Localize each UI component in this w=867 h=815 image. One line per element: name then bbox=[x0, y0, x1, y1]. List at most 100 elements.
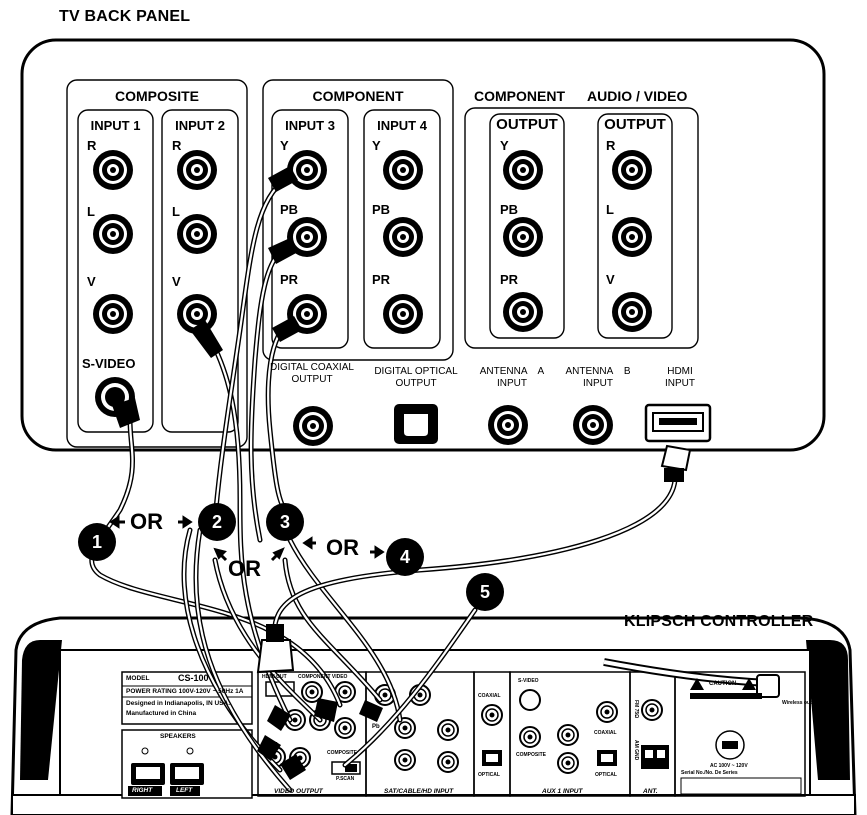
component-group bbox=[262, 79, 454, 361]
av-label: AUDIO / VIDEO bbox=[587, 88, 688, 104]
label-pb: PB bbox=[372, 202, 391, 217]
label-l: L bbox=[606, 202, 614, 217]
jack-input4-y bbox=[383, 150, 423, 190]
ctrl-comp-out bbox=[334, 717, 356, 739]
jack-input3-y bbox=[287, 150, 327, 190]
jack-input2-l bbox=[177, 214, 217, 254]
label-y: Y bbox=[372, 138, 381, 153]
left-label: LEFT bbox=[176, 787, 193, 794]
aux-optical-label: OPTICAL bbox=[595, 772, 617, 778]
component-video-label: COMPONENT VIDEO bbox=[298, 674, 348, 680]
ctrl-aux-svideo bbox=[519, 689, 541, 711]
sat-input-label: SAT/CABLE/HD INPUT bbox=[384, 788, 454, 795]
or-label-2: OR bbox=[228, 556, 261, 581]
hdmi-out-label: HDMI OUT bbox=[262, 674, 287, 680]
pscan-label: P.SCAN bbox=[336, 776, 355, 782]
video-output-label: VIDEO OUTPUT bbox=[274, 788, 323, 795]
label-l: L bbox=[172, 204, 180, 219]
sat-coaxial-label: COAXIAL bbox=[478, 693, 501, 699]
aux-input-label: AUX 1 INPUT bbox=[542, 788, 583, 795]
or-label-3: OR bbox=[326, 535, 359, 560]
jack-input4-pr bbox=[383, 294, 423, 334]
label-pr: PR bbox=[500, 272, 519, 287]
input2-label: INPUT 2 bbox=[175, 118, 225, 133]
output-group bbox=[464, 107, 699, 349]
jack-input1-r bbox=[93, 150, 133, 190]
jack-compout-pr bbox=[503, 292, 543, 332]
lfe-label: LFE bbox=[268, 742, 278, 748]
hdmi-plug-tv bbox=[660, 444, 692, 482]
optical-port bbox=[394, 404, 438, 444]
jack-avout-l bbox=[612, 217, 652, 257]
jack-input2-r bbox=[177, 150, 217, 190]
right-label: RIGHT bbox=[132, 787, 153, 794]
ctrl-sat-l bbox=[437, 719, 459, 741]
ctrl-sat-coaxial bbox=[481, 704, 503, 726]
wireless-label: Wireless out bbox=[782, 700, 812, 706]
pb-ctrl-label: Pb bbox=[372, 724, 380, 730]
svideo-plug bbox=[112, 398, 140, 428]
label-v: V bbox=[87, 274, 96, 289]
output2-label: OUTPUT bbox=[604, 116, 666, 133]
ctrl-fm bbox=[641, 699, 663, 721]
digital-optical-label: DIGITAL OPTICAL OUTPUT bbox=[374, 366, 458, 389]
hdmi-port bbox=[644, 403, 712, 443]
composite-group bbox=[66, 79, 248, 448]
option-badge-3: 3 bbox=[266, 503, 304, 541]
ctrl-aux-coaxial bbox=[596, 701, 618, 723]
manufactured-in: Manufactured in China bbox=[126, 710, 197, 717]
label-pr: PR bbox=[372, 272, 391, 287]
model-value: CS-100 bbox=[178, 673, 209, 683]
aux-svideo-label: S-VIDEO bbox=[518, 678, 539, 684]
rca-plugs-tv bbox=[190, 166, 302, 358]
ctrl-aux-l bbox=[557, 724, 579, 746]
caution-label: CAUTION bbox=[709, 681, 737, 687]
label-v: V bbox=[172, 274, 181, 289]
serial-label: Serial No./No. De Series bbox=[681, 770, 738, 776]
hdmi-plug-ctrl bbox=[256, 624, 295, 674]
antenna-b-label: ANTENNA B INPUT bbox=[565, 366, 631, 389]
ctrl-sat-pr bbox=[394, 749, 416, 771]
label-v: V bbox=[606, 272, 615, 287]
jack-input1-v bbox=[93, 294, 133, 334]
option-badge-4: 4 bbox=[386, 538, 424, 576]
component-label: COMPONENT bbox=[312, 88, 404, 104]
label-pr: PR bbox=[280, 272, 299, 287]
composite-ctrl-label: COMPOSITE bbox=[327, 750, 358, 756]
jack-avout-r bbox=[612, 150, 652, 190]
or-label-1: OR bbox=[130, 509, 163, 534]
fm-label: FM 75Ω bbox=[633, 700, 639, 719]
model-plate bbox=[121, 671, 253, 725]
component-out-label: COMPONENT bbox=[474, 88, 565, 104]
aux-coaxial-label: COAXIAL bbox=[594, 730, 617, 736]
jack-avout-v bbox=[612, 292, 652, 332]
option-badge-1: 1 bbox=[78, 523, 116, 561]
jack-antenna-a bbox=[488, 405, 528, 445]
option-badge-2: 2 bbox=[198, 503, 236, 541]
ctrl-aux-r bbox=[557, 752, 579, 774]
sat-optical-label: OPTICAL bbox=[478, 772, 500, 778]
jack-compout-y bbox=[503, 150, 543, 190]
label-y: Y bbox=[280, 138, 289, 153]
hdmi-input-label: HDMI INPUT bbox=[665, 366, 695, 389]
jack-antenna-b bbox=[573, 405, 613, 445]
ant-label: ANT. bbox=[643, 788, 658, 795]
controller-title: KLIPSCH CONTROLLER bbox=[624, 613, 814, 630]
rca-plugs-ctrl bbox=[257, 698, 383, 780]
aux-composite-label: COMPOSITE bbox=[516, 752, 547, 758]
input1-label: INPUT 1 bbox=[90, 118, 141, 133]
tv-title: TV BACK PANEL bbox=[59, 8, 191, 25]
label-r: R bbox=[172, 138, 182, 153]
power-rating: POWER RATING 100V-120V ~ 50Hz 1A bbox=[126, 688, 244, 695]
speakers-label: SPEAKERS bbox=[160, 733, 196, 740]
ctrl-aux-composite bbox=[519, 726, 541, 748]
ac-label: AC 100V ~ 120V bbox=[710, 763, 748, 769]
jack-digital-coaxial bbox=[293, 406, 333, 446]
am-label: AM GND bbox=[633, 740, 639, 761]
jack-input1-l bbox=[93, 214, 133, 254]
designed-in: Designed in Indianapolis, IN USA. bbox=[126, 700, 231, 707]
label-pb: PB bbox=[280, 202, 299, 217]
ctrl-sat-r bbox=[437, 751, 459, 773]
jack-input4-pb bbox=[383, 217, 423, 257]
